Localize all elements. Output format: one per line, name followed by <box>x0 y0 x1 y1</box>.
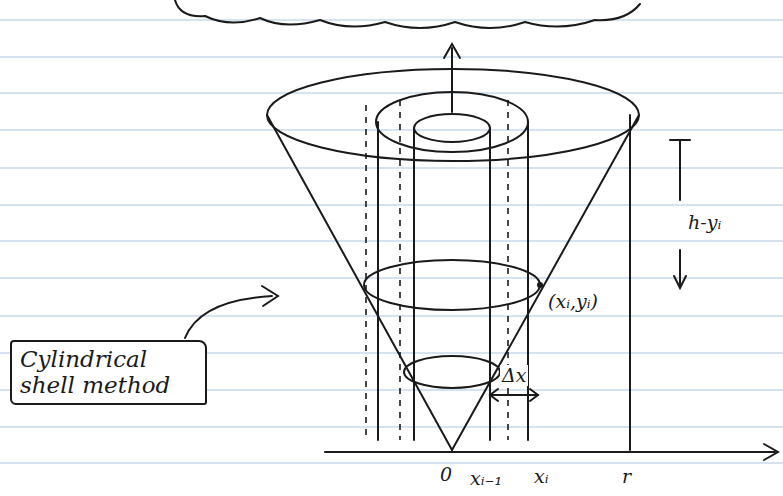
math-label: r <box>620 466 633 487</box>
math-label: 0 <box>438 464 454 485</box>
leader-line <box>185 296 272 338</box>
leader-arrowhead <box>262 286 278 306</box>
height-arrowhead <box>674 276 686 288</box>
dashed-guide <box>399 100 401 440</box>
shell-wall <box>527 122 529 440</box>
math-label: Δx <box>500 365 528 386</box>
shell-wall <box>413 128 415 440</box>
sample-point <box>537 282 543 288</box>
rotation-axis <box>451 48 453 112</box>
cone-side <box>452 115 639 450</box>
dashed-guide <box>365 105 367 440</box>
callout-box: Cylindrical shell method <box>10 340 207 405</box>
delta-x-arrow <box>490 394 538 396</box>
math-label: h-yᵢ <box>686 212 723 233</box>
x-axis-arrowhead <box>764 444 778 460</box>
shell-inner-top <box>414 114 490 142</box>
axis-arrowhead <box>444 44 460 58</box>
height-bracket <box>679 250 681 285</box>
cone-top-ellipse <box>267 69 639 161</box>
cone-cross-section <box>404 356 500 388</box>
height-bracket <box>679 140 681 200</box>
cone-cross-section <box>364 260 540 310</box>
math-label: (xᵢ,yᵢ) <box>546 291 600 312</box>
math-label: xᵢ₋₁ <box>468 468 504 489</box>
x-axis <box>325 451 775 453</box>
shell-outer-top <box>376 92 528 152</box>
math-label: xᵢ <box>532 466 551 487</box>
delta-x-arrowheads <box>490 389 538 401</box>
shell-wall <box>377 122 379 440</box>
cone-side <box>267 115 452 450</box>
shell-wall <box>489 128 491 440</box>
cloud-outline <box>175 0 640 28</box>
notebook-lines <box>0 20 783 463</box>
box-text: Cylindrical shell method <box>20 346 197 399</box>
radius-wall <box>629 115 631 450</box>
dashed-guide <box>507 100 509 440</box>
